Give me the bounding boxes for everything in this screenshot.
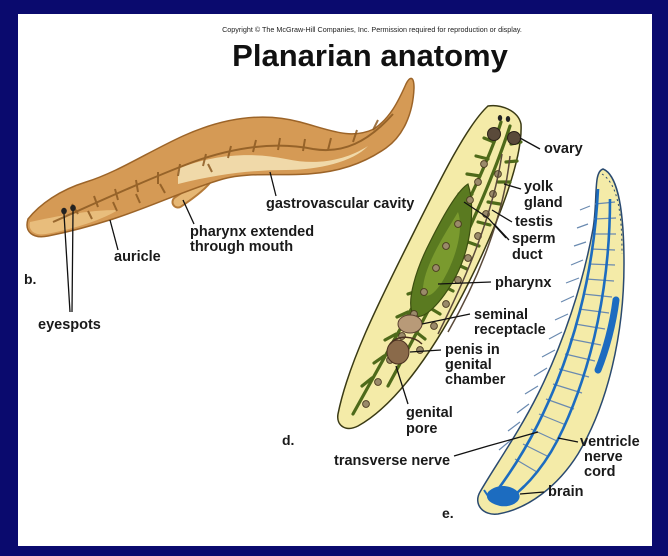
label-auricle: auricle bbox=[114, 249, 161, 265]
label-penis-in: penis in bbox=[445, 342, 500, 358]
leader-ovary bbox=[520, 138, 540, 149]
label-pore: pore bbox=[406, 421, 437, 437]
label-ventricle: ventricle bbox=[580, 434, 640, 450]
label-eyespots: eyespots bbox=[38, 317, 101, 333]
label-genital-word: genital bbox=[445, 357, 492, 373]
leader-pharynx-extended bbox=[183, 200, 194, 224]
label-pharynx-extended: pharynx extended bbox=[190, 224, 314, 240]
copyright-notice: Copyright © The McGraw-Hill Companies, I… bbox=[222, 25, 522, 34]
panel-letter-e: e. bbox=[442, 505, 454, 521]
page-title: Planarian anatomy bbox=[232, 38, 508, 73]
panel-letter-d: d. bbox=[282, 432, 294, 448]
label-through-mouth: through mouth bbox=[190, 239, 293, 255]
label-chamber: chamber bbox=[445, 372, 506, 388]
eyespot-right bbox=[70, 205, 76, 211]
label-gland: gland bbox=[524, 195, 563, 211]
label-receptacle: receptacle bbox=[474, 322, 546, 338]
label-duct: duct bbox=[512, 247, 543, 263]
label-transverse-nerve: transverse nerve bbox=[334, 453, 450, 469]
label-cord: cord bbox=[584, 464, 615, 480]
leader-auricle bbox=[110, 220, 118, 250]
whole-planarian-illustration bbox=[27, 78, 414, 236]
planarian-diagram: Copyright © The McGraw-Hill Companies, I… bbox=[18, 14, 652, 546]
label-testis: testis bbox=[515, 214, 553, 230]
label-nerve: nerve bbox=[584, 449, 623, 465]
panel-letter-b: b. bbox=[24, 271, 36, 287]
label-sperm: sperm bbox=[512, 231, 556, 247]
label-gastrovascular-cavity: gastrovascular cavity bbox=[266, 196, 414, 212]
label-pharynx: pharynx bbox=[495, 275, 551, 291]
figure-panel: Copyright © The McGraw-Hill Companies, I… bbox=[18, 14, 652, 546]
label-ovary: ovary bbox=[544, 141, 583, 157]
label-genital: genital bbox=[406, 405, 453, 421]
eyespot-left bbox=[61, 208, 67, 214]
label-brain: brain bbox=[548, 484, 583, 500]
label-yolk: yolk bbox=[524, 179, 554, 195]
label-seminal: seminal bbox=[474, 307, 528, 323]
leader-gastrovascular-cavity bbox=[270, 172, 276, 196]
